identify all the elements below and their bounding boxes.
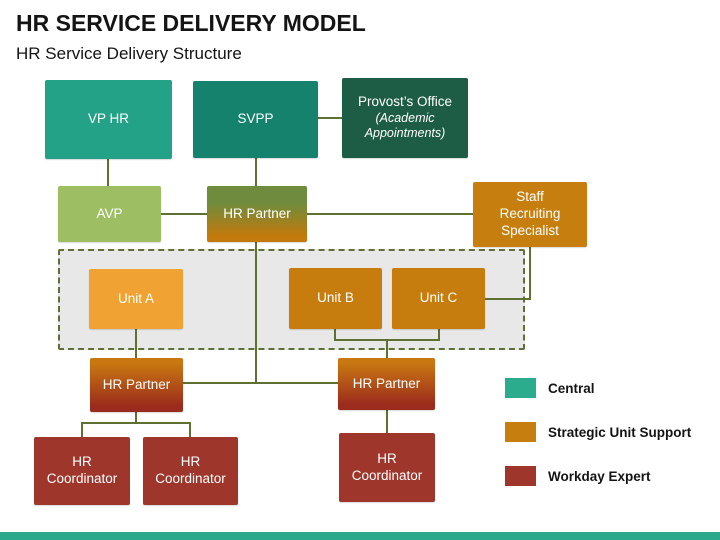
connector-line bbox=[255, 242, 257, 383]
node-label: Staff Recruiting Specialist bbox=[499, 189, 561, 238]
legend-label: Workday Expert bbox=[548, 468, 651, 484]
node-label: HR Coordinator bbox=[46, 454, 118, 486]
legend-swatch-workday-expert bbox=[505, 466, 536, 486]
node-sublabel: (Academic Appointments) bbox=[364, 110, 446, 141]
node-hr-partner-right: HR Partner bbox=[338, 358, 435, 410]
legend-swatch-strategic-unit-support bbox=[505, 422, 536, 442]
node-label: HR Partner bbox=[102, 376, 171, 392]
node-label: HR Partner bbox=[352, 375, 421, 391]
node-hr-coordinator-2: HR Coordinator bbox=[143, 437, 238, 505]
connector-line bbox=[189, 422, 191, 437]
node-label: AVP bbox=[96, 205, 123, 221]
page-subtitle: HR Service Delivery Structure bbox=[16, 44, 242, 63]
connector-line bbox=[386, 410, 388, 433]
connector-line bbox=[529, 247, 531, 300]
node-unit-c: Unit C bbox=[392, 268, 485, 329]
connector-line bbox=[81, 422, 83, 437]
legend-swatch-central bbox=[505, 378, 536, 398]
node-unit-a: Unit A bbox=[89, 269, 183, 329]
node-label: Unit A bbox=[117, 290, 155, 306]
node-unit-b: Unit B bbox=[289, 268, 382, 329]
connector-line bbox=[135, 412, 137, 423]
node-avp: AVP bbox=[58, 186, 161, 242]
legend-label: Strategic Unit Support bbox=[548, 424, 692, 440]
node-label: VP HR bbox=[87, 111, 129, 127]
legend-item-central: Central bbox=[505, 378, 595, 398]
node-hr-coordinator-3: HR Coordinator bbox=[339, 433, 435, 502]
connector-line bbox=[386, 339, 388, 358]
node-label: Unit C bbox=[419, 290, 458, 306]
node-svpp: SVPP bbox=[193, 81, 318, 158]
node-label: HR Coordinator bbox=[155, 454, 226, 486]
connector-line bbox=[107, 159, 109, 186]
node-label: HR Coordinator bbox=[351, 450, 423, 483]
connector-line bbox=[438, 329, 440, 341]
node-label: HR Partner bbox=[223, 205, 291, 221]
connector-line bbox=[161, 213, 207, 215]
connector-line bbox=[135, 329, 137, 358]
node-hr-partner-central: HR Partner bbox=[207, 186, 307, 242]
node-provosts-office: Provost’s Office (Academic Appointments) bbox=[342, 78, 468, 158]
connector-line bbox=[255, 158, 257, 186]
node-hr-coordinator-1: HR Coordinator bbox=[34, 437, 130, 505]
legend-label: Central bbox=[548, 380, 595, 396]
connector-line bbox=[318, 117, 342, 119]
connector-line bbox=[81, 422, 191, 424]
node-vp-hr: VP HR bbox=[45, 80, 172, 159]
footer-accent-bar bbox=[0, 532, 720, 540]
connector-line bbox=[307, 213, 473, 215]
connector-line bbox=[485, 298, 531, 300]
connector-line bbox=[334, 329, 336, 341]
page-title: HR SERVICE DELIVERY MODEL bbox=[16, 10, 366, 36]
legend-item-strategic-unit-support: Strategic Unit Support bbox=[505, 422, 691, 442]
legend-item-workday-expert: Workday Expert bbox=[505, 466, 651, 486]
node-hr-partner-left: HR Partner bbox=[90, 358, 183, 412]
node-label: Unit B bbox=[317, 290, 354, 306]
node-label: Provost’s Office bbox=[357, 93, 453, 109]
node-staff-recruiting-specialist: Staff Recruiting Specialist bbox=[473, 182, 587, 247]
node-label: SVPP bbox=[237, 111, 274, 127]
connector-line bbox=[183, 382, 338, 384]
